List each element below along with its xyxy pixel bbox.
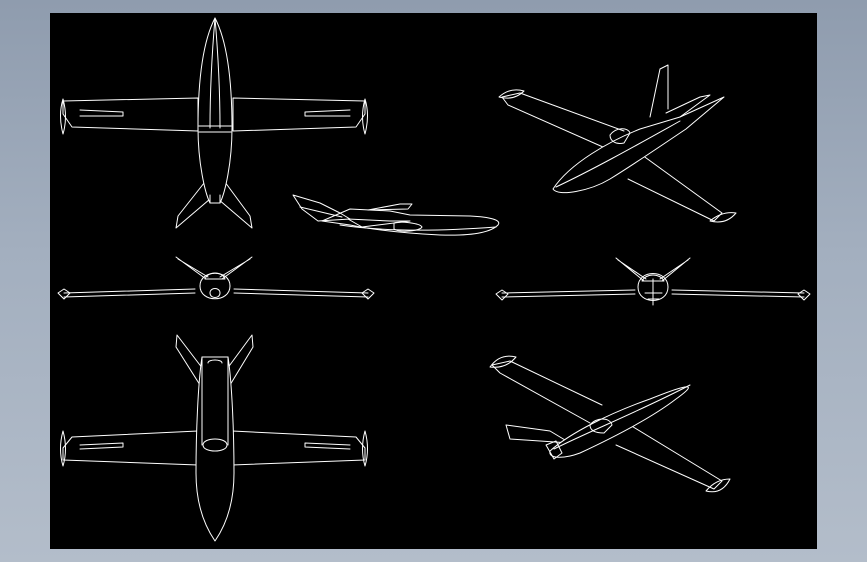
iso-lower-right-wing bbox=[615, 424, 723, 490]
iso-lower-fuselage bbox=[549, 386, 689, 458]
iso-upper-canopy bbox=[609, 128, 631, 144]
side-view-belly-line bbox=[339, 224, 497, 231]
top-view-left-tail bbox=[175, 177, 211, 229]
top-view-right-wing bbox=[232, 97, 366, 132]
side-view-canopy bbox=[367, 203, 413, 211]
front-left-fuselage bbox=[199, 272, 231, 300]
iso-upper-right-wingtip bbox=[709, 212, 737, 223]
iso-view-lower[interactable] bbox=[489, 355, 731, 493]
front-left-wingtip-left bbox=[57, 288, 71, 300]
top-view-left-wing bbox=[62, 97, 199, 132]
front-right-tail-v bbox=[615, 257, 691, 282]
iso-upper-horizontal-tail bbox=[665, 94, 711, 118]
iso-lower-nozzle bbox=[545, 440, 563, 460]
bottom-view-right-tail bbox=[223, 334, 254, 386]
iso-lower-fuselage-line bbox=[553, 384, 691, 450]
bottom-view-right-wingtip bbox=[362, 430, 368, 467]
bottom-view-intake bbox=[202, 438, 228, 452]
front-left-wingtip-right bbox=[361, 288, 375, 300]
front-view-right[interactable] bbox=[495, 257, 811, 306]
iso-lower-intake bbox=[589, 418, 613, 434]
top-view-canopy-band bbox=[198, 125, 232, 133]
bottom-view-left-tail bbox=[175, 334, 207, 386]
top-view-right-wingtip bbox=[362, 98, 368, 135]
front-right-wing-line bbox=[501, 289, 805, 298]
iso-upper-fuselage bbox=[552, 96, 725, 194]
iso-upper-vertical-tail bbox=[649, 64, 669, 118]
front-left-canopy bbox=[204, 272, 226, 280]
bottom-view-keel bbox=[201, 356, 229, 446]
iso-upper-right-wing bbox=[627, 154, 723, 222]
iso-lower-left-wingtip bbox=[489, 355, 517, 368]
cad-drawing-canvas[interactable] bbox=[50, 13, 817, 549]
front-left-tail-v bbox=[175, 256, 253, 280]
iso-lower-right-wingtip bbox=[705, 478, 731, 493]
iso-upper-fuselage-line bbox=[555, 120, 681, 188]
top-view-nozzle bbox=[209, 194, 221, 204]
cad-drawing-viewport[interactable] bbox=[50, 13, 817, 549]
front-left-nose bbox=[209, 288, 221, 298]
bottom-view[interactable] bbox=[60, 334, 368, 542]
top-view-left-wingtip bbox=[60, 98, 66, 135]
top-view[interactable] bbox=[60, 17, 368, 229]
iso-lower-horizontal-tail bbox=[505, 424, 571, 444]
bottom-view-right-wing bbox=[231, 430, 366, 466]
front-view-left[interactable] bbox=[57, 256, 375, 300]
iso-view-upper[interactable] bbox=[498, 64, 737, 223]
front-left-wing-line bbox=[63, 288, 369, 298]
side-view-intake bbox=[393, 221, 423, 232]
top-view-fuselage bbox=[197, 17, 233, 204]
bottom-view-left-wingtip bbox=[60, 430, 66, 467]
top-view-fuselage-centerline bbox=[209, 17, 221, 129]
front-right-wingtip-left bbox=[495, 289, 509, 301]
front-right-nose bbox=[644, 278, 663, 306]
iso-upper-left-wingtip bbox=[498, 89, 525, 99]
side-view-wing bbox=[347, 218, 411, 228]
bottom-view-left-aileron bbox=[79, 442, 124, 450]
bottom-view-right-aileron bbox=[304, 442, 351, 450]
side-view-horizontal-tail bbox=[299, 206, 343, 218]
top-view-right-aileron bbox=[304, 109, 351, 117]
side-view[interactable] bbox=[292, 194, 500, 236]
side-view-fuselage bbox=[321, 208, 500, 236]
front-right-fuselage bbox=[637, 273, 669, 301]
top-view-right-tail bbox=[217, 177, 253, 229]
front-right-canopy bbox=[641, 274, 665, 282]
front-right-wingtip-right bbox=[797, 289, 811, 301]
bottom-view-fuselage bbox=[195, 356, 235, 542]
bottom-view-left-wing bbox=[62, 430, 199, 466]
top-view-left-aileron bbox=[79, 109, 124, 117]
iso-upper-left-wing bbox=[501, 92, 625, 152]
iso-lower-left-wing bbox=[491, 360, 603, 424]
